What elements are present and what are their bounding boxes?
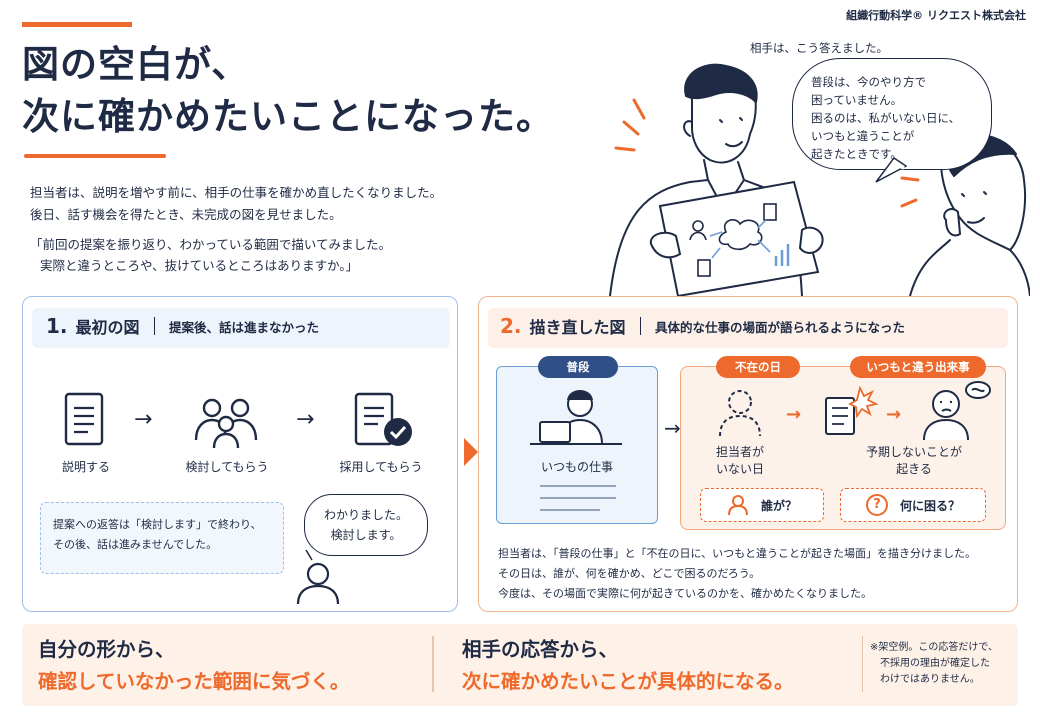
panel2-description: 担当者は、「普段の仕事」と「不在の日に、いつもと違うことが起きた場面」を描き分け…	[498, 544, 976, 604]
panel1-number: 1.	[46, 314, 68, 338]
customer-reply-bubble: わかりました。 検討します。	[304, 494, 428, 556]
panel1-title: 最初の図	[75, 318, 140, 337]
absent-label-line: 担当者が	[715, 445, 764, 459]
presenter-illustration	[609, 63, 824, 296]
bubble-line: わかりました。	[323, 508, 408, 522]
proposal-quote: 「前回の提案を振り返り、わかっている範囲で描いてみました。 実際と違うところや、…	[30, 234, 391, 276]
panel2-title: 描き直した図	[529, 318, 626, 337]
title-underline	[24, 154, 166, 158]
summary-right-line-2: 次に確かめたいことが具体的になる。	[462, 670, 794, 693]
company-name: 組織行動科学® リクエスト株式会社	[846, 9, 1026, 22]
title-line-1: 図の空白が、	[22, 42, 250, 86]
document-approved-icon	[354, 392, 412, 446]
reply-line: 困るのは、私がいない日に、	[811, 111, 961, 125]
summary-left-line-2: 確認していなかった範囲に気づく。	[38, 670, 350, 693]
title-accent-bar	[22, 22, 132, 27]
question-trouble-label: 何に困る？	[899, 498, 960, 513]
arrow-right-icon: →	[664, 416, 681, 440]
note-line: 提案への返答は「検討します」で終わり、	[53, 518, 262, 531]
absent-tag: 不在の日	[716, 356, 800, 378]
summary-left: 自分の形から、 確認していなかった範囲に気づく。	[38, 634, 349, 698]
question-trouble-box: ? 何に困る？	[840, 488, 986, 522]
question-who-label: 誰が？	[760, 498, 797, 513]
normal-day-lines	[540, 485, 616, 511]
summary-left-line-1: 自分の形から、	[38, 638, 175, 661]
group-people-icon	[194, 398, 258, 448]
panel1-header	[32, 308, 450, 348]
panel2-heading: 2. 描き直した図 具体的な仕事の場面が語られるようになった	[500, 314, 905, 338]
description-line: 今度は、その場面で実際に何が起きているのかを、確かめたくなりました。	[498, 587, 872, 600]
footnote: ※架空例。この応答だけで、 不採用の理由が確定した わけではありません。	[870, 640, 998, 688]
reply-speech-bubble: 普段は、今のやり方で 困っていません。 困るのは、私がいない日に、 いつもと違う…	[792, 58, 992, 170]
event-label: 予期しないことが 起きる	[858, 444, 970, 478]
reply-label: 相手は、こう答えました。	[750, 41, 888, 55]
question-mark-icon: ?	[865, 494, 888, 516]
intro-line-1: 担当者は、説明を増やす前に、相手の仕事を確かめ直したくなりました。	[30, 185, 443, 200]
document-icon	[64, 392, 104, 446]
reply-line: 困っていません。	[811, 93, 903, 107]
normal-tag: 普段	[538, 356, 618, 378]
step-explain-label: 説明する	[61, 460, 110, 474]
step-review-label: 検討してもらう	[185, 460, 269, 474]
arrow-right-icon: →	[786, 404, 802, 425]
panel1-subtitle: 提案後、話は進まなかった	[169, 319, 320, 335]
event-label-line: 予期しないことが	[865, 445, 962, 459]
event-tag: いつもと違う出来事	[850, 356, 986, 378]
bubble-line: 検討します。	[330, 528, 402, 542]
absent-person-icon	[719, 390, 761, 437]
footnote-line: 不採用の理由が確定した	[880, 658, 990, 669]
intro-text: 担当者は、説明を増やす前に、相手の仕事を確かめ直したくなりました。 後日、話す機…	[30, 182, 442, 226]
panel2-divider	[639, 317, 642, 335]
normal-work-label: いつもの仕事	[540, 460, 613, 474]
alert-document-icon	[825, 386, 878, 435]
panel2-subtitle: 具体的な仕事の場面が語られるようになった	[655, 319, 906, 335]
description-line: その日は、誰が、何を確かめ、どこで困るのだろう。	[498, 567, 761, 580]
summary-right: 相手の応答から、 次に確かめたいことが具体的になる。	[462, 634, 794, 698]
quote-line-2: 実際と違うところや、抜けているところはありますか。」	[40, 258, 359, 273]
arrow-right-icon: →	[886, 404, 902, 425]
desk-worker-icon	[530, 390, 622, 445]
intro-line-2: 後日、話す機会を得たとき、未完成の図を見せました。	[30, 207, 342, 222]
summary-divider	[432, 636, 434, 692]
absent-label-line: いない日	[715, 462, 764, 476]
reply-line: 普段は、今のやり方で	[811, 75, 926, 89]
reply-bubble-tail	[875, 156, 908, 183]
worried-person-icon	[923, 381, 991, 440]
arrow-right-icon: →	[296, 407, 315, 432]
panel1-heading: 1. 最初の図 提案後、話は進まなかった	[46, 314, 319, 338]
note-line: その後、話は進みませんでした。	[53, 538, 218, 551]
footnote-line: わけではありません。	[880, 674, 980, 685]
panel1-divider	[153, 317, 156, 335]
quote-line-1: 「前回の提案を振り返り、わかっている範囲で描いてみました。	[30, 237, 392, 252]
absent-label: 担当者が いない日	[700, 444, 780, 478]
question-who-box: 誰が？	[700, 488, 824, 522]
summary-bar	[22, 624, 1018, 706]
step-adopt-label: 採用してもらう	[339, 460, 423, 474]
title-line-2: 次に確かめたいことになった。	[22, 94, 554, 138]
event-label-line: 起きる	[896, 462, 932, 476]
reply-line: 起きたときです。	[811, 147, 902, 161]
response-note: 提案への返答は「検討します」で終わり、 その後、話は進みませんでした。	[40, 502, 284, 574]
customer-person-icon	[296, 549, 340, 604]
footnote-line: ※架空例。この応答だけで、	[870, 642, 998, 653]
panel2-header	[488, 308, 1008, 348]
arrow-right-icon: →	[134, 407, 153, 432]
footnote-divider	[862, 636, 863, 692]
person-outline-icon	[727, 495, 748, 516]
panel2-number: 2.	[500, 314, 522, 338]
page-title: 図の空白が、 次に確かめたいことになった。	[22, 38, 554, 142]
description-line: 担当者は、「普段の仕事」と「不在の日に、いつもと違うことが起きた場面」を描き分け…	[498, 547, 976, 560]
reply-line: いつもと違うことが	[811, 129, 915, 143]
arrow-right-icon	[464, 438, 478, 466]
summary-right-line-1: 相手の応答から、	[462, 638, 619, 661]
